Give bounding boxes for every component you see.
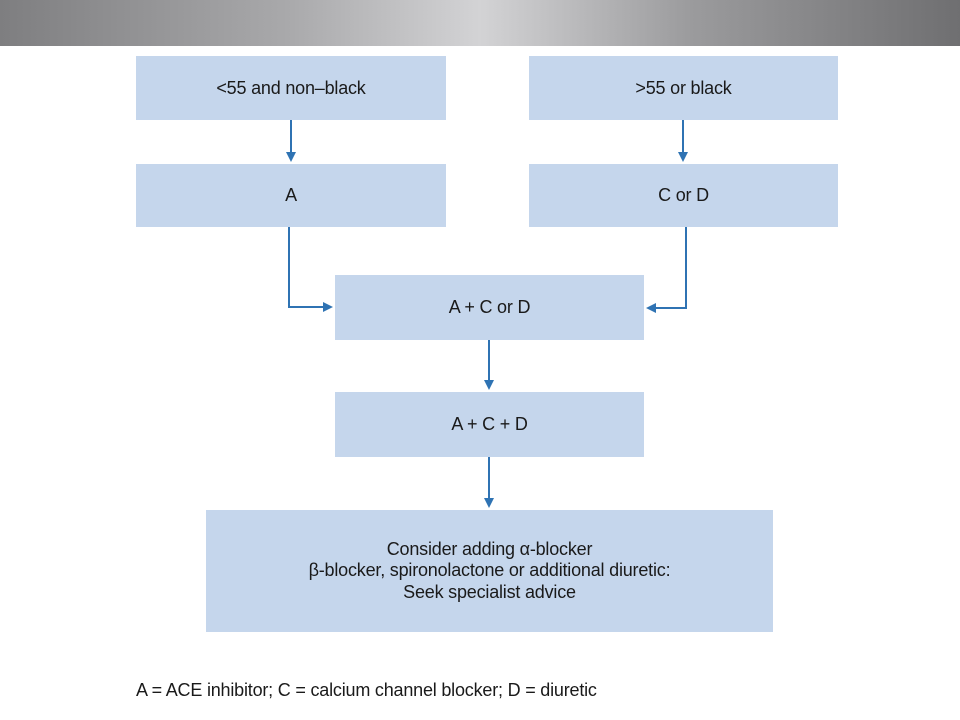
node-a-plus-c-or-d-label: A + C or D: [448, 297, 531, 317]
node-final-line-1: Consider adding α-blocker: [386, 538, 593, 559]
node-over-55-label: >55 or black: [635, 77, 732, 98]
node-consider-adding: Consider adding α-blocker β-blocker, spi…: [206, 510, 773, 632]
arrow-a-to-a-plus-c-or-d: [288, 227, 333, 312]
slide-header-band: [0, 0, 960, 46]
node-c-or-d-label: C or D: [658, 185, 709, 205]
node-c-or-d: C or D: [529, 164, 838, 227]
arrow-c-or-d-to-a-plus-c-or-d: [646, 227, 687, 313]
node-a-plus-c-or-d: A + C or D: [335, 275, 644, 340]
node-under-55-non-black: <55 and non–black: [136, 56, 446, 120]
node-a-plus-c-plus-d: A + C + D: [335, 392, 644, 457]
node-a: A: [136, 164, 446, 227]
node-a-plus-c-plus-d-label: A + C + D: [451, 414, 528, 434]
node-final-line-3: Seek specialist advice: [403, 581, 576, 602]
node-over-55-or-black: >55 or black: [529, 56, 838, 120]
abbreviation-legend: A = ACE inhibitor; C = calcium channel b…: [136, 680, 597, 700]
node-a-label: A: [285, 185, 297, 205]
node-final-line-2: β-blocker, spironolactone or additional …: [308, 560, 671, 581]
node-under-55-label: <55 and non–black: [216, 77, 366, 98]
